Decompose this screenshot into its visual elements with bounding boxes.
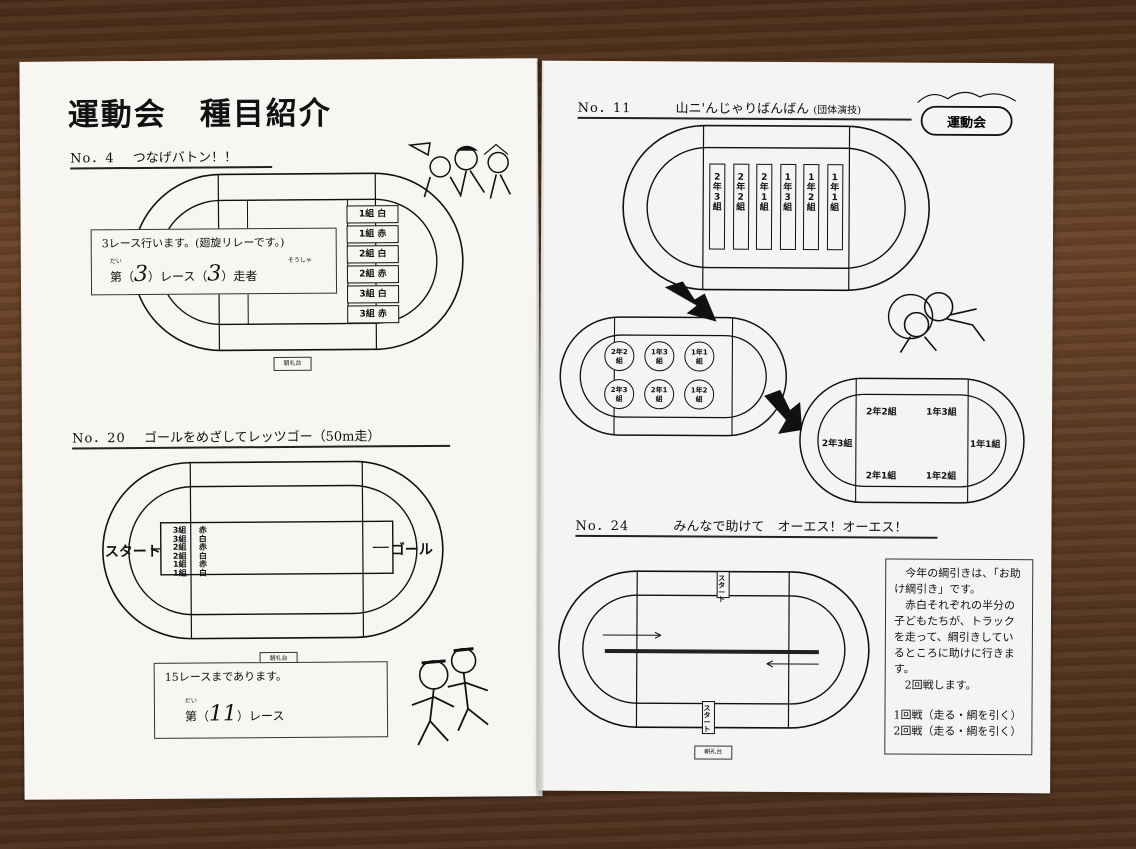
ring-formation-track [799,377,1025,504]
class-column: 1年1組 [826,164,843,251]
race-prefix: 第（ [184,709,210,724]
arrow-down-right-icon [664,281,717,322]
class-column: 1年3組 [779,163,796,250]
note-line: す。 [893,662,915,676]
race-mid: レース（ [159,269,208,284]
team-cell: 2組 白 [346,245,399,264]
stand-label: 朝礼台 [273,356,312,372]
oval-class-label: 1年1組 [969,439,1001,451]
arrow-down-right-icon [764,389,802,434]
section-4-header: No．4 つなげバトン！！ [70,146,273,170]
note-line: 今年の綱引きは、「お助 [894,566,1021,581]
runner-suffix: ）走者 [221,269,258,284]
section-20-header: No．20 ゴールをめざしてレッツゴー（50m走） [71,424,451,450]
oval-class-label: 1年3組 [926,407,957,418]
team-cell: 2組 赤 [346,265,399,284]
relay-note: 3レース行います。(廻旋リレーです。) [101,235,285,251]
team-cell: 3組 白 [347,285,400,304]
runner-number: 3 [207,261,222,287]
team-cell: 1組 白 [346,205,399,224]
note-line: を走って、綱引きしてい [893,630,1014,645]
oval-class-label: 2年2組 [866,407,897,418]
tug-of-war-track [558,570,870,735]
section-title: 山ニ'んじゃりばんばん [675,101,810,118]
right-page: No．11 山ニ'んじゃりばんばん (団体演技) 運動会 2年3組 2年2組 2年1… [538,60,1054,794]
class-circle: 2年1組 [644,379,675,410]
note-line: 子どもたちが、トラック [893,614,1015,629]
page-title: 運動会 種目紹介 [67,95,332,134]
ruby-sousha: そうしゃ [287,256,312,264]
section-number: No．4 [70,151,115,167]
stand-label: 朝礼台 [694,745,733,760]
race-number: 3 [133,261,149,288]
sprint-note: 15レースまであります。 [164,669,288,684]
class-circle: 2年3組 [604,378,635,410]
section-number: No．20 [72,431,126,447]
section-number: No．11 [577,100,632,117]
page-fold [536,62,544,796]
start-label: スタート [104,543,161,561]
running-kids-illustration [411,647,489,746]
lane-row: 1組 白 [172,568,233,578]
left-page: 運動会 種目紹介 No．4 つなげバトン！！ 3レース行います。(廻旋リレーです… [19,58,543,800]
sprint-track-diagram [102,460,444,640]
race-number: 11 [208,701,238,727]
class-circle: 1年3組 [644,341,675,372]
circle-formation-track [559,316,788,437]
tug-of-war-note: 今年の綱引きは、「お助け綱引き」です。 赤白それぞれの半分の子どもたちが、トラッ… [884,558,1034,756]
section-title: みんなで助けて オーエス！オーエス！ [673,519,908,536]
note-line: 2回戦します。 [893,678,977,692]
sprint-info-box: 15レースまであります。 だい 第（11）レース [153,661,389,739]
tumbling-kids-illustration [887,291,986,353]
cheering-kids-illustration [407,142,512,199]
note-line: 赤白それぞれの半分の [894,598,1016,613]
section-number: No．24 [575,518,630,535]
oval-class-label: 2年1組 [865,471,897,482]
note-line: るところに助けに行きま [893,646,1015,661]
oval-class-label: 2年3組 [821,439,853,450]
start-label-top: スタート [718,574,726,604]
class-circle: 1年2組 [684,379,715,410]
sports-day-logo: 運動会 [917,91,1017,136]
race-suffix: ）レース [236,708,285,724]
race-prefix: 第 [109,270,123,285]
team-cell: 3組 赤 [347,305,400,324]
class-column: 2年1組 [755,163,773,250]
goal-label: ゴール [390,541,433,559]
round-2: 2回戦（走る・綱を引く） [893,724,1022,739]
start-label-bottom: スタート [703,704,711,734]
class-circle: 1年1組 [684,341,715,372]
dance-formation-track [622,124,930,292]
round-1: 1回戦（走る・綱を引く） [893,708,1022,723]
oval-class-label: 1年2組 [925,471,957,482]
logo-text: 運動会 [947,115,987,131]
section-11-header: No．11 山ニ'んじゃりばんばん (団体演技) [577,96,912,121]
section-24-header: No．24 みんなで助けて オーエス！オーエス！ [575,514,938,539]
section-title: ゴールをめざしてレッツゴー（50m走） [143,429,381,446]
class-column: 1年2組 [802,164,820,251]
class-column: 2年2組 [732,163,749,250]
section-title: つなげバトン！！ [132,150,238,167]
note-line: け綱引き」です。 [894,582,982,596]
class-circle: 2年2組 [604,340,635,372]
lane-team: 1組 [172,568,187,578]
team-cell: 1組 赤 [346,225,399,244]
relay-info-box: 3レース行います。(廻旋リレーです。) だい そうしゃ 第（3）レース（3）走者 [90,227,338,296]
lane-color: 白 [198,568,208,578]
section-subtitle: (団体演技) [813,105,862,117]
class-column: 2年3組 [708,163,726,250]
